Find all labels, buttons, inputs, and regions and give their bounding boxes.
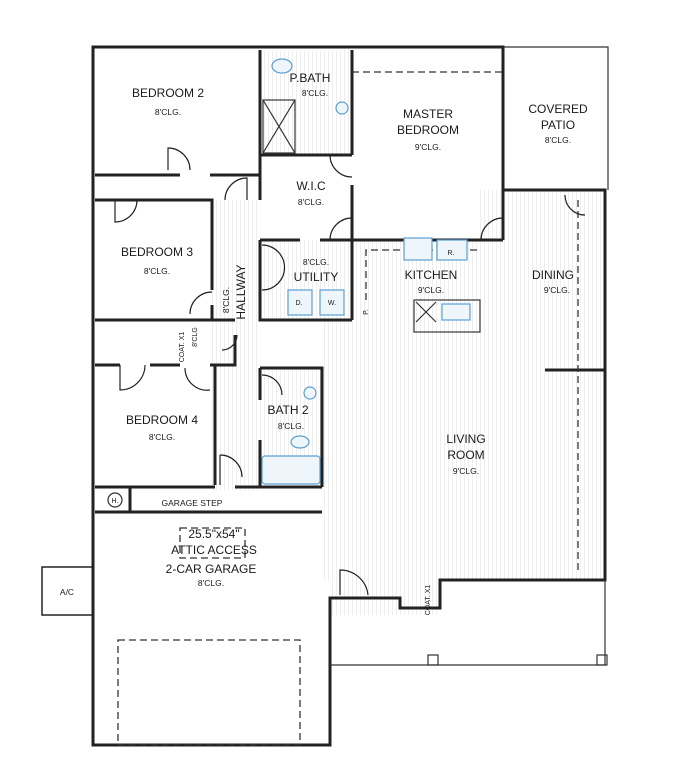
utility-label: UTILITY: [294, 270, 339, 284]
bedroom3-label: BEDROOM 3: [121, 245, 193, 259]
shower-icon: [262, 99, 296, 154]
hallway-label: HALLWAY: [234, 264, 248, 319]
bathtub-icon: [261, 455, 321, 485]
bedroom2-label: BEDROOM 2: [132, 86, 204, 100]
svg-text:8'CLG.: 8'CLG.: [221, 287, 231, 313]
dining-label: DINING: [532, 268, 574, 282]
pbath-label: P.BATH: [290, 71, 331, 85]
water-heater-icon: [107, 492, 123, 508]
refrigerator-icon: [436, 239, 468, 261]
svg-text:H.: H.: [112, 498, 119, 505]
svg-text:8'CLG.: 8'CLG.: [298, 197, 324, 207]
svg-text:8'CLG.: 8'CLG.: [545, 135, 571, 145]
garage-step-label: GARAGE STEP: [162, 498, 223, 508]
master-label: MASTER: [403, 107, 453, 121]
wic-label: W.I.C: [296, 179, 326, 193]
bath2-label: BATH 2: [267, 403, 308, 417]
svg-text:8'CLG: 8'CLG: [192, 327, 199, 347]
svg-text:8'CLG.: 8'CLG.: [198, 578, 224, 588]
doors: [114, 147, 586, 596]
range-icon: [403, 237, 433, 261]
coat2-label: COAT. X1: [425, 585, 432, 616]
toilet-icon: [271, 58, 293, 74]
svg-text:BEDROOM: BEDROOM: [397, 123, 459, 137]
svg-text:P.: P.: [363, 309, 370, 315]
svg-text:8'CLG.: 8'CLG.: [302, 88, 328, 98]
svg-text:9'CLG.: 9'CLG.: [544, 285, 570, 295]
svg-text:9'CLG.: 9'CLG.: [453, 466, 479, 476]
kitchen-label: KITCHEN: [405, 268, 458, 282]
kitchen-sink-icon: [441, 303, 471, 321]
sink-icon: [335, 101, 349, 115]
svg-text:D.: D.: [296, 300, 303, 307]
dashed-lines: [117, 71, 579, 746]
dryer-icon: [287, 289, 313, 316]
washer-icon: [319, 289, 345, 316]
svg-text:8'CLG.: 8'CLG.: [155, 107, 181, 117]
ac-label: A/C: [60, 587, 74, 597]
bath2-toilet-icon: [290, 435, 310, 449]
svg-text:PATIO: PATIO: [541, 118, 575, 132]
svg-text:9'CLG.: 9'CLG.: [418, 285, 444, 295]
fixtures: [107, 58, 481, 508]
attic-access-label: ATTIC ACCESS: [171, 543, 257, 557]
svg-text:W.: W.: [328, 300, 336, 307]
svg-text:R.: R.: [448, 250, 455, 257]
garage-label: 2-CAR GARAGE: [166, 562, 257, 576]
attic-size: 25.5"x54": [188, 527, 239, 541]
kitchen-island: [413, 299, 481, 333]
tile-floors: [212, 50, 605, 615]
bedroom4-label: BEDROOM 4: [126, 413, 198, 427]
svg-text:9'CLG.: 9'CLG.: [415, 142, 441, 152]
bath2-sink-icon: [303, 386, 317, 400]
svg-text:ROOM: ROOM: [447, 448, 484, 462]
svg-text:8'CLG.: 8'CLG.: [144, 266, 170, 276]
svg-text:8'CLG.: 8'CLG.: [278, 421, 304, 431]
room-labels: BEDROOM 2 8'CLG. BEDROOM 3 8'CLG. BEDROO…: [60, 71, 588, 615]
svg-text:8'CLG.: 8'CLG.: [149, 432, 175, 442]
svg-text:8'CLG.: 8'CLG.: [303, 257, 329, 267]
coat1-label: COAT. X1: [179, 332, 186, 363]
patio-label: COVERED: [528, 102, 588, 116]
living-label: LIVING: [446, 432, 485, 446]
walls: [41, 45, 609, 747]
